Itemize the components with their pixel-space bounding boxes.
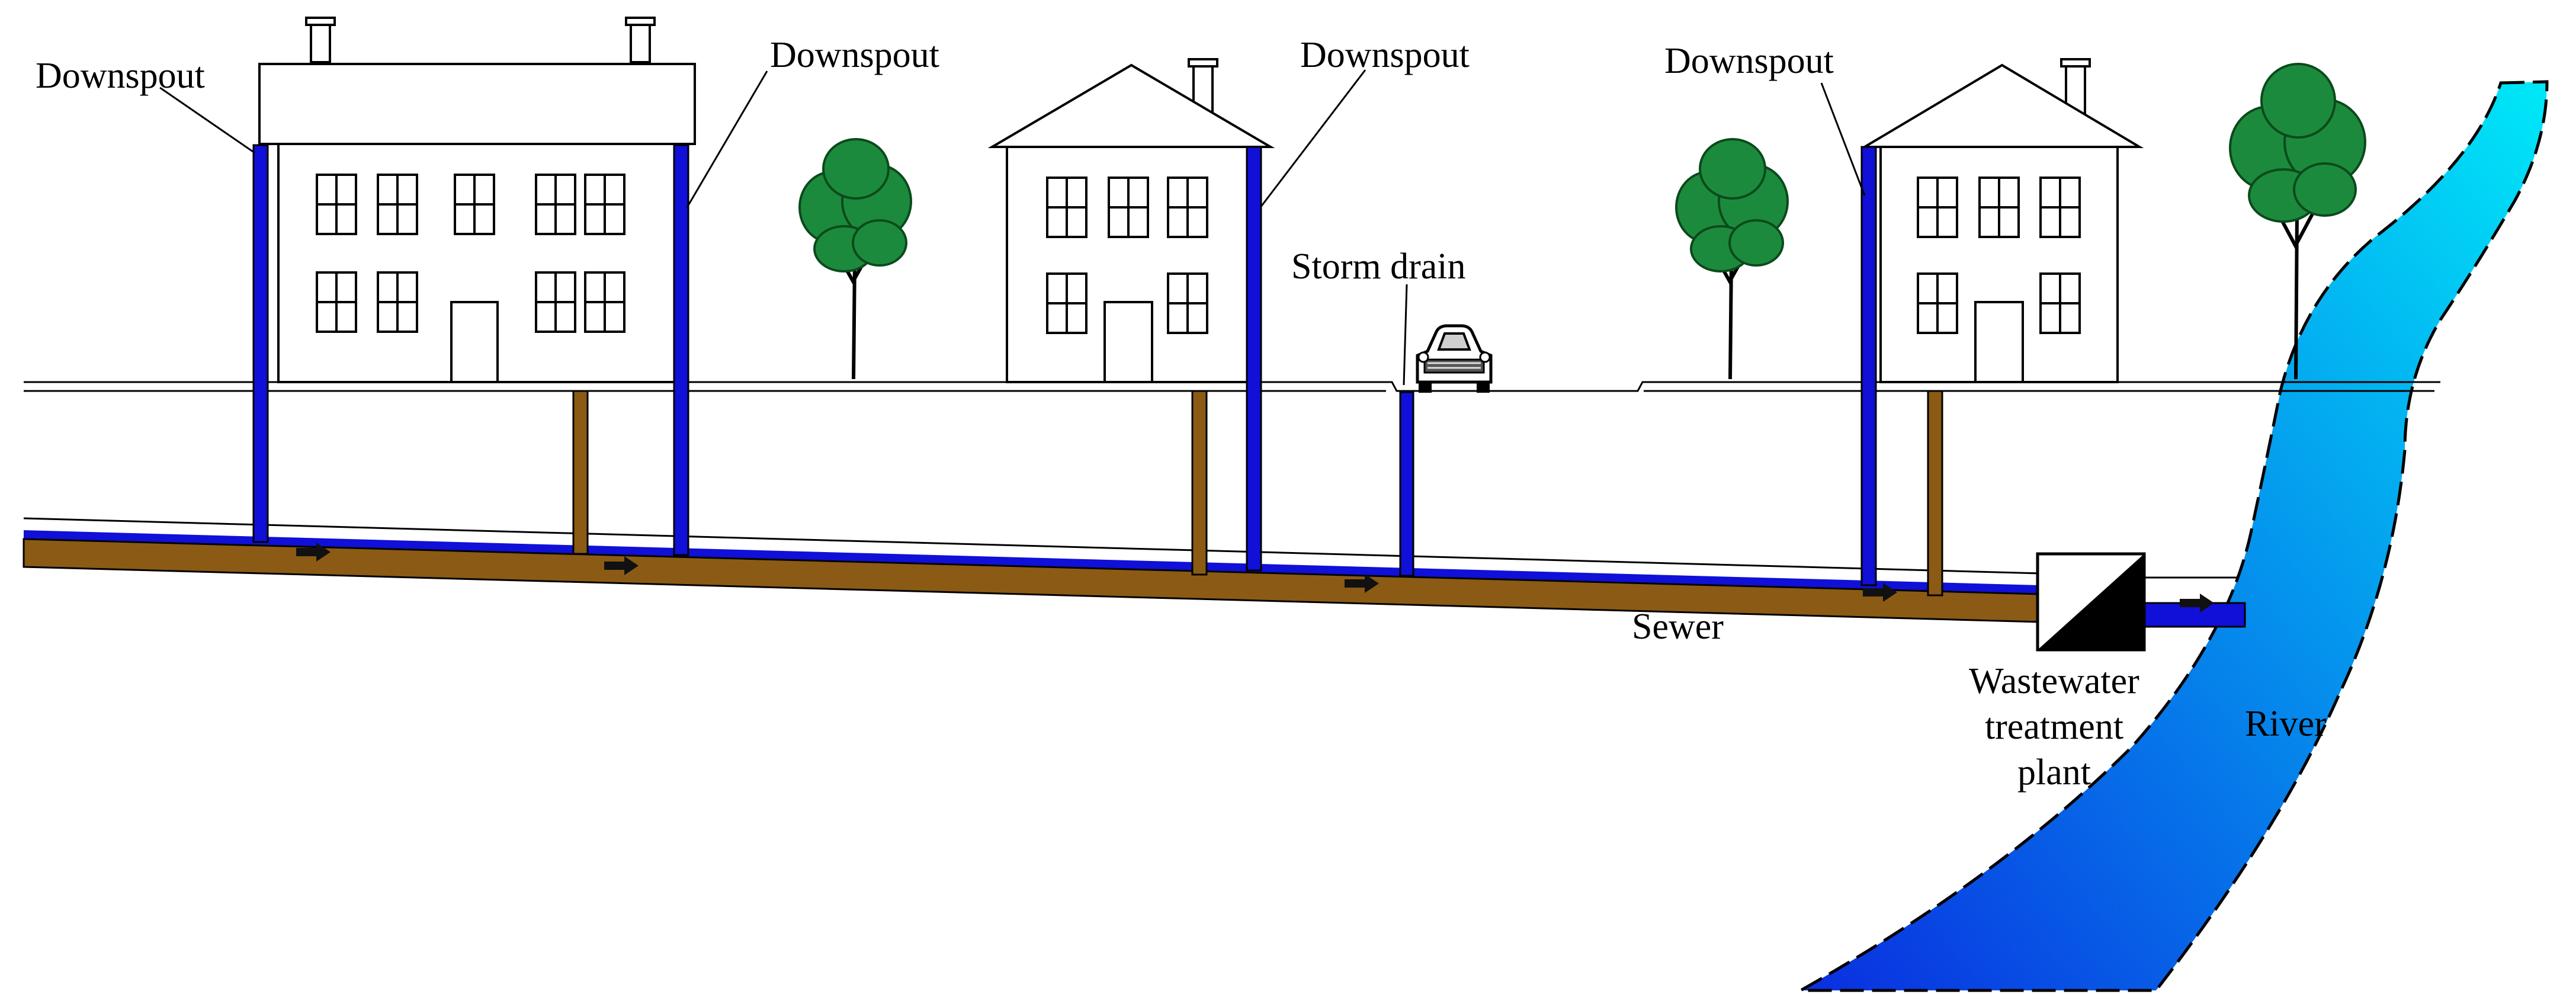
downspout-pipe: [1860, 146, 1877, 586]
downspout-pipe: [1246, 146, 1262, 572]
treatment-plant-label: plant: [2017, 752, 2091, 793]
treatment-plant-label: Wastewater: [1969, 661, 2139, 701]
sewer-pipe: [23, 517, 2042, 623]
sewer-lateral: [1927, 390, 1943, 596]
treatment-plant-label: treatment: [1985, 707, 2123, 747]
leader-lines: [159, 69, 1866, 386]
downspout-pipe: [252, 144, 269, 543]
house-icon: [987, 58, 1275, 383]
storm-drain-label: Storm drain: [1291, 246, 1465, 287]
river-label: River: [2245, 704, 2327, 744]
sewer-lateral: [1191, 390, 1208, 576]
downspout-label: Downspout: [1300, 35, 1470, 75]
car-icon: [1416, 324, 1493, 393]
storm-drain-pipe: [1399, 391, 1414, 577]
house-icon: [1860, 58, 2144, 383]
street: [24, 381, 2440, 392]
downspout-label: Downspout: [36, 56, 205, 96]
treatment-plant-icon: [2036, 552, 2146, 652]
river: [1795, 80, 2549, 992]
sewer-lateral: [572, 390, 589, 555]
downspout-label: Downspout: [1664, 41, 1834, 81]
house-icon: [258, 17, 696, 383]
tree-icon: [1675, 138, 1789, 380]
downspout-label: Downspout: [770, 35, 939, 75]
tree-icon: [798, 138, 912, 380]
sewer-label: Sewer: [1632, 607, 1724, 647]
downspout-pipe: [673, 144, 689, 556]
tree-icon: [2229, 63, 2366, 380]
